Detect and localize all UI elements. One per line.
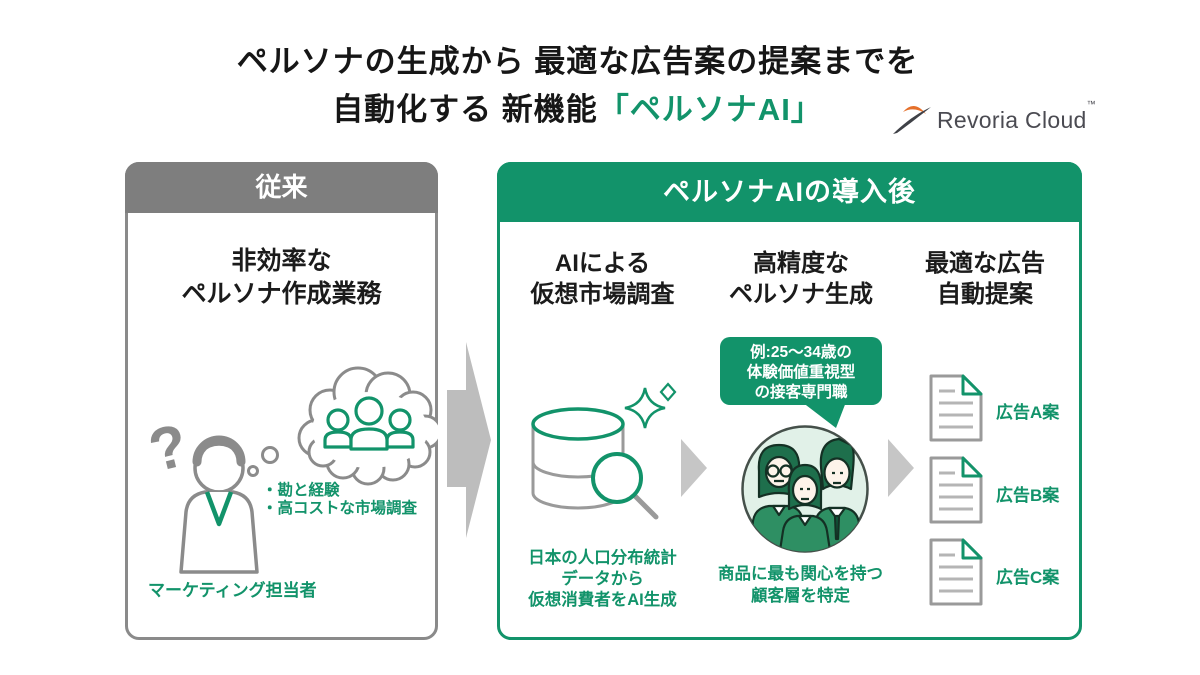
logo-text: Revoria Cloud™	[937, 99, 1096, 134]
logo-tm: ™	[1086, 98, 1096, 109]
page-title-line2-black: 自動化する 新機能	[332, 92, 598, 127]
bubble-line2: 体験価値重視型	[746, 364, 856, 381]
step2-title-line2: ペルソナ生成	[729, 281, 873, 308]
transition-arrow-icon	[447, 342, 491, 538]
bullet-intuition: ・勘と経験	[262, 482, 340, 499]
step-arrow-2-icon	[888, 439, 914, 497]
magnifier-icon	[591, 452, 659, 520]
ad-document-c-icon	[929, 538, 983, 606]
page-title-line1: ペルソナの生成から 最適な広告案の提案までを	[236, 44, 919, 79]
step1-title-line2: 仮想市場調査	[530, 281, 675, 308]
marketer-caption: マーケティング担当者	[148, 581, 317, 600]
step3-title-line1: 最適な広告	[925, 250, 1045, 277]
marketer-illustration: ?	[142, 366, 438, 574]
step2-caption: 商品に最も関心を持つ 顧客層を特定	[693, 563, 908, 607]
step-arrow-1-icon	[681, 439, 707, 497]
hair	[192, 435, 246, 467]
step3-title-line2: 自動提案	[937, 281, 1033, 308]
step2-title: 高精度な ペルソナ生成	[702, 248, 900, 310]
before-bullets: ・勘と経験 ・高コストな市場調査	[262, 482, 417, 517]
bubble-tail	[802, 402, 846, 428]
page-title: ペルソナの生成から 最適な広告案の提案までを 自動化する 新機能「ペルソナAI」	[55, 38, 1100, 134]
step1-title: AIによる 仮想市場調査	[505, 248, 700, 310]
page-title-line2-green: 「ペルソナAI」	[597, 92, 823, 127]
persona-people-icon	[741, 425, 869, 553]
before-panel-title: 非効率な ペルソナ作成業務	[130, 245, 433, 311]
after-panel-header: ペルソナAIの導入後	[497, 162, 1082, 222]
bubble-line1: 例:25〜34歳の	[750, 344, 852, 361]
ad-document-a-icon	[929, 374, 983, 442]
persona-example-bubble: 例:25〜34歳の 体験価値重視型 の接客専門職	[720, 337, 882, 405]
before-title-line1: 非効率な	[231, 247, 332, 275]
sparkle-icon	[624, 382, 677, 429]
ad-c-label: 広告C案	[996, 568, 1060, 587]
bullet-cost: ・高コストな市場調査	[262, 499, 418, 517]
ad-b-label: 広告B案	[996, 486, 1060, 505]
green-collar	[204, 491, 234, 527]
ad-document-b-icon	[929, 456, 983, 524]
ad-a-label: 広告A案	[996, 403, 1060, 422]
step2-title-line1: 高精度な	[753, 250, 849, 277]
step1-caption-line2: データから	[561, 570, 644, 588]
step1-caption-line1: 日本の人口分布統計	[528, 549, 677, 567]
logo-name: Revoria Cloud	[937, 106, 1087, 133]
revoria-swoosh-icon	[893, 105, 931, 134]
question-mark-icon: ?	[142, 411, 194, 485]
before-title-line2: ペルソナ作成業務	[181, 280, 382, 308]
page-title-line2: 自動化する 新機能「ペルソナAI」	[55, 86, 1100, 134]
step1-caption-line3: 仮想消費者をAI生成	[528, 591, 677, 609]
step1-title-line1: AIによる	[554, 250, 651, 277]
bubble-line3: の接客専門職	[754, 384, 848, 401]
step3-title: 最適な広告 自動提案	[886, 248, 1084, 310]
revoria-cloud-logo: Revoria Cloud™	[892, 99, 1096, 138]
before-panel-header: 従来	[125, 162, 438, 213]
step2-caption-line2: 顧客層を特定	[751, 587, 850, 605]
step2-caption-line1: 商品に最も関心を持つ	[718, 565, 883, 583]
market-research-icon	[531, 382, 677, 520]
thought-dots	[247, 446, 279, 477]
step1-caption: 日本の人口分布統計 データから 仮想消費者をAI生成	[505, 548, 700, 611]
marketer-person-icon	[179, 435, 259, 574]
persona-group-icon	[323, 396, 415, 451]
